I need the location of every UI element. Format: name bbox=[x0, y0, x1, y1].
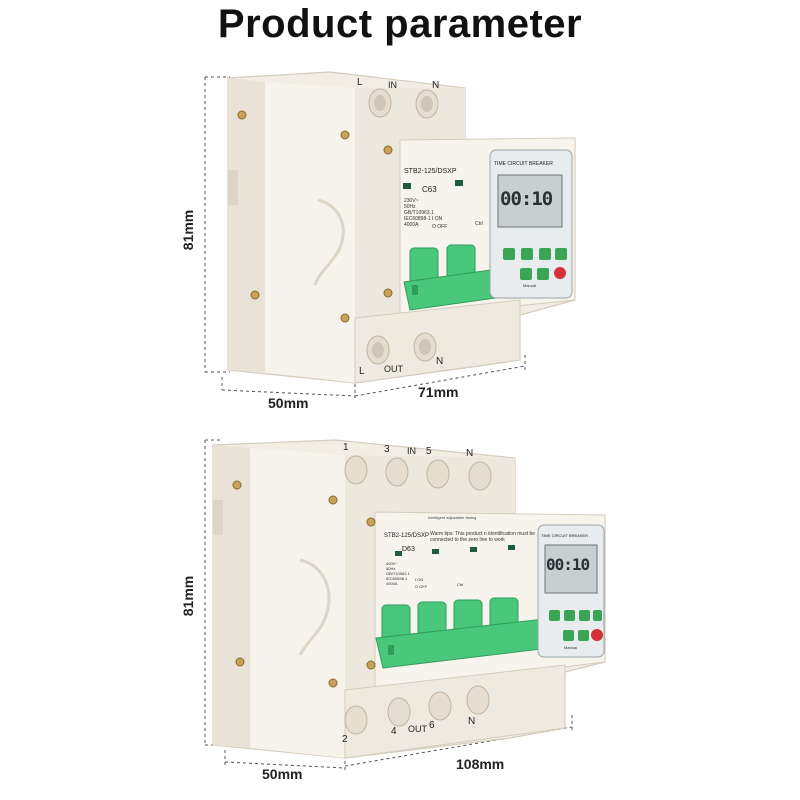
spec-line: IEC60898-1 bbox=[386, 576, 408, 581]
dimension-lines-bottom bbox=[204, 439, 573, 770]
lcd-title-bottom: TIME CIRCUIT BREAKER bbox=[541, 533, 589, 538]
ctrl-label-top: Ctrl bbox=[475, 221, 483, 227]
spec-line: IEC60898-1 bbox=[404, 216, 431, 222]
spec-line: 4000A bbox=[404, 222, 419, 228]
height-label-top: 81mm bbox=[180, 209, 197, 251]
terminal-label-top-1: 1 bbox=[343, 442, 349, 453]
terminal-label-bottom-out: OUT bbox=[384, 364, 403, 374]
spec-line: 50Hz bbox=[404, 204, 416, 210]
terminal-label-top-n: N bbox=[466, 448, 474, 459]
spec-line: 230V~ bbox=[404, 198, 419, 204]
terminal-label-bottom-2: 2 bbox=[342, 734, 348, 745]
spec-line: GB/T10963.1 bbox=[386, 571, 410, 576]
rating-label-bottom: D63 bbox=[402, 546, 415, 553]
terminal-label-bottom-l: L bbox=[359, 366, 365, 377]
lcd-display-top: 00:10 bbox=[500, 188, 553, 210]
rating-label-top: C63 bbox=[422, 185, 437, 194]
ctrl-label-bottom: Ctrl bbox=[457, 582, 464, 587]
on-label-bottom: I ON bbox=[415, 577, 424, 582]
terminal-label-bottom-n: N bbox=[436, 356, 444, 367]
terminal-label-top-3: 3 bbox=[384, 444, 390, 455]
lcd-title-top: TIME CIRCUIT BREAKER bbox=[494, 161, 553, 167]
spec-list-bottom: 400V~ 50Hz GB/T10963.1 IEC60898-1 4000A bbox=[386, 561, 410, 586]
spec-line: 50Hz bbox=[386, 566, 396, 571]
terminal-label-bottom-out: OUT bbox=[408, 724, 427, 734]
height-label-bottom: 81mm bbox=[180, 575, 197, 617]
spec-line: 4000A bbox=[386, 581, 398, 586]
spec-line: 400V~ bbox=[386, 561, 398, 566]
width-label-bottom: 108mm bbox=[456, 756, 505, 772]
model-label-bottom: STB2-125/DSXP bbox=[384, 533, 430, 539]
header-note-bottom: Intelligent adjustable timing bbox=[428, 515, 477, 520]
on-label-top: I ON bbox=[432, 216, 443, 222]
model-label-top: STB2-125/DSXP bbox=[404, 168, 457, 175]
dimension-lines-top bbox=[204, 76, 526, 398]
terminal-label-bottom-n: N bbox=[468, 716, 476, 727]
lcd-display-bottom: 00:10 bbox=[546, 555, 590, 574]
depth-label-top: 50mm bbox=[268, 395, 309, 411]
page-title: Product parameter bbox=[217, 2, 583, 46]
terminal-label-top-in: IN bbox=[407, 446, 416, 456]
spec-list-top: 230V~ 50Hz GB/T10963.1 IEC60898-1 4000A bbox=[404, 198, 434, 228]
terminal-label-top-n: N bbox=[432, 80, 440, 91]
breaker-housing-bottom bbox=[212, 439, 606, 759]
depth-label-bottom: 50mm bbox=[262, 766, 303, 782]
terminal-label-top-in: IN bbox=[388, 80, 397, 90]
terminal-label-top-5: 5 bbox=[426, 446, 432, 457]
manual-label-bottom: Manual bbox=[564, 645, 578, 650]
width-label-top: 71mm bbox=[418, 384, 459, 400]
terminal-label-bottom-6: 6 bbox=[429, 720, 435, 731]
warning-text-bottom: Warm tips: This product n identification… bbox=[430, 531, 536, 543]
spec-line: GB/T10963.1 bbox=[404, 210, 434, 216]
terminal-label-bottom-4: 4 bbox=[391, 726, 397, 737]
breaker-housing-top bbox=[227, 71, 576, 384]
terminal-label-top-l: L bbox=[357, 77, 363, 88]
manual-label-top: Manual bbox=[523, 283, 537, 288]
off-label-bottom: O OFF bbox=[415, 584, 428, 589]
off-label-top: O OFF bbox=[432, 224, 448, 230]
